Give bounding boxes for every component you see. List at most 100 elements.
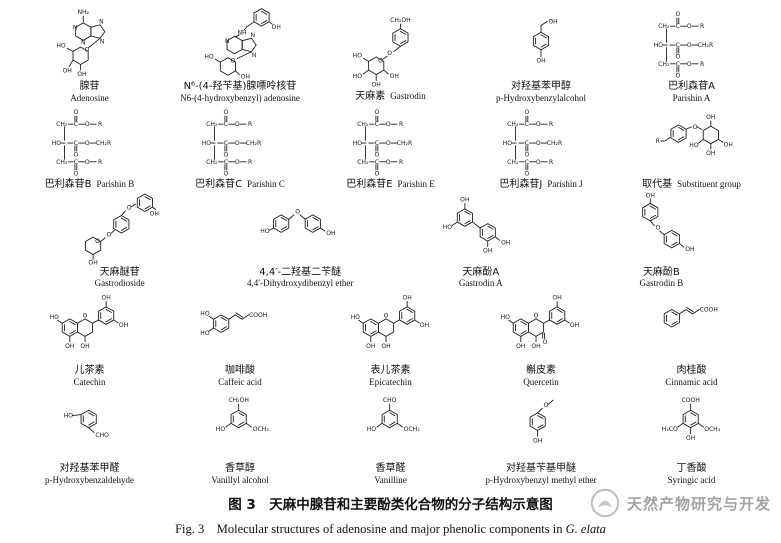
compound-parishin-c: 巴利森苷C Parishin C: [171, 104, 309, 191]
compound-labels: 香草醇 Vanillyl alcohol: [211, 463, 268, 485]
compound-name-en: Gastrodioside: [94, 278, 145, 289]
compound-name-cn: 天麻素: [355, 91, 386, 103]
compound-labels: 巴利森苷E Parishin E: [346, 179, 435, 191]
compound-parishin-b: 巴利森苷B Parishin B: [21, 104, 159, 191]
epicatechin-structure-icon: [322, 290, 460, 364]
compound-name-cn: 巴利森苷A: [668, 81, 715, 92]
gastrodin-a-structure-icon: [412, 192, 550, 266]
compound-adenosine: 腺苷 Adenosine: [21, 6, 159, 103]
compound-name-cn: 对羟基苄基甲醚: [506, 463, 576, 475]
compound-gastrodin: 天麻素 Gastrodin: [322, 16, 460, 103]
compound-parishin-j: 巴利森苷J Parishin J: [472, 104, 610, 191]
compound-name-en: Cinnamic acid: [665, 376, 718, 387]
compound-labels: 天麻素 Gastrodin: [355, 91, 426, 103]
parishin-e-structure-icon: [322, 104, 460, 178]
compound-labels: 天麻酚B Gastrodin B: [640, 267, 684, 289]
parishin-b-structure-icon: [21, 104, 159, 178]
p-hydroxybenzylalcohol-structure-icon: [472, 6, 610, 80]
hb-adenosine-structure-icon: [171, 6, 309, 80]
compound-name-cn: 腺苷: [79, 81, 100, 92]
compound-name-cn: 巴利森苷J: [499, 179, 543, 191]
compound-name-en: N6-(4-hydroxybenzyl) adenosine: [180, 92, 300, 103]
structures-row-1: 腺苷 Adenosine N⁶-(4-羟苄基)腺嘌呤核苷 N6-(4-hydro…: [8, 6, 773, 103]
compound-dihydroxydibenzyl-ether: 4,4′-二羟基二苄醚 4,4′-Dihydroxydibenzyl ether: [231, 192, 369, 289]
compound-name-en: Gastrodin: [390, 91, 426, 102]
gastrodin-structure-icon: [322, 16, 460, 90]
caption-species: G. elata: [565, 522, 606, 536]
compound-epicatechin: 表儿茶素 Epicatechin: [322, 290, 460, 387]
compound-name-en: Parishin C: [247, 179, 285, 190]
structures-row-5: 对羟基苯甲醛 p-Hydroxybenzaldehyde 香草醇 Vanilly…: [8, 388, 773, 485]
compound-name-cn: 香草醛: [375, 463, 406, 475]
compound-name-cn: 槲皮素: [525, 365, 556, 377]
compound-quercetin: 槲皮素 Quercetin: [472, 290, 610, 387]
compound-name-cn: 香草醇: [225, 463, 255, 475]
compound-name-en: Epicatechin: [369, 376, 412, 387]
compound-name-en: Quercetin: [523, 376, 559, 387]
structures-row-2: 巴利森苷B Parishin B 巴利森苷C Parishin C 巴利森苷E …: [8, 104, 773, 191]
caption-english: Fig. 3 Molecular structures of adenosine…: [8, 518, 773, 537]
compound-name-cn: 巴利森苷C: [195, 179, 243, 191]
compound-p-hydroxybenzylalcohol: 对羟基苯甲醇 p-Hydroxybenzylalcohol: [472, 6, 610, 103]
compound-caffeic-acid: 咖啡酸 Caffeic acid: [171, 290, 309, 387]
compound-labels: N⁶-(4-羟苄基)腺嘌呤核苷 N6-(4-hydroxybenzyl) ade…: [180, 81, 300, 103]
compound-name-en: p-Hydroxybenzylalcohol: [496, 92, 586, 103]
compound-labels: 腺苷 Adenosine: [70, 81, 109, 103]
compound-name-en: Adenosine: [70, 92, 109, 103]
compound-p-hydroxybenzaldehyde: 对羟基苯甲醛 p-Hydroxybenzaldehyde: [21, 388, 159, 485]
compound-p-hydroxybenzyl-methyl-ether: 对羟基苄基甲醚 p-Hydroxybenzyl methyl ether: [472, 388, 610, 485]
compound-parishin-a: 巴利森苷A Parishin A: [623, 6, 761, 103]
compound-name-cn: 天麻酚A: [462, 266, 500, 278]
compound-labels: 取代基 Substituent group: [642, 179, 741, 191]
compound-name-cn: 肉桂酸: [676, 365, 707, 377]
compound-name-cn: 儿茶素: [74, 365, 105, 377]
p-hydroxybenzaldehyde-structure-icon: [21, 388, 159, 462]
compound-parishin-e: 巴利森苷E Parishin E: [322, 104, 460, 191]
compound-name-cn: 咖啡酸: [225, 365, 255, 377]
compound-labels: 对羟基苯甲醛 p-Hydroxybenzaldehyde: [45, 463, 134, 485]
compound-name-en: Parishin A: [672, 92, 711, 103]
compound-name-cn: 巴利森苷E: [346, 179, 393, 191]
compound-name-en: Substituent group: [677, 179, 741, 190]
compound-labels: 巴利森苷B Parishin B: [45, 179, 135, 191]
compound-name-cn: 对羟基苯甲醇: [510, 81, 571, 92]
compound-cinnamic-acid: 肉桂酸 Cinnamic acid: [623, 290, 761, 387]
syringic-acid-structure-icon: [623, 388, 761, 462]
compound-name-en: Vanillyl alcohol: [211, 474, 269, 485]
parishin-j-structure-icon: [472, 104, 610, 178]
journal-logo-icon: [590, 488, 620, 518]
compound-labels: 巴利森苷C Parishin C: [195, 179, 285, 191]
journal-watermark: 天然产物研究与开发: [589, 487, 771, 519]
compound-vanillin: 香草醛 Vanilline: [322, 388, 460, 485]
substituent-group-structure-icon: [623, 104, 761, 178]
structures-grid: 腺苷 Adenosine N⁶-(4-羟苄基)腺嘌呤核苷 N6-(4-hydro…: [8, 6, 773, 485]
compound-gastrodin-b: 天麻酚B Gastrodin B: [592, 192, 730, 289]
compound-name-en: Parishin E: [397, 179, 435, 190]
compound-name-en: Catechin: [73, 376, 106, 387]
compound-name-en: Parishin J: [547, 179, 583, 190]
compound-catechin: 儿茶素 Catechin: [21, 290, 159, 387]
compound-labels: 儿茶素 Catechin: [74, 365, 106, 387]
compound-syringic-acid: 丁香酸 Syringic acid: [623, 388, 761, 485]
compound-name-cn: 巴利森苷B: [44, 179, 92, 191]
compound-labels: 咖啡酸 Caffeic acid: [218, 365, 262, 387]
compound-labels: 巴利森苷J Parishin J: [499, 179, 582, 191]
dihydroxydibenzyl-ether-structure-icon: [231, 192, 369, 266]
compound-labels: 对羟基苄基甲醚 p-Hydroxybenzyl methyl ether: [486, 463, 597, 485]
adenosine-structure-icon: [21, 6, 159, 80]
vanillin-structure-icon: [322, 388, 460, 462]
compound-name-cn: 4,4′-二羟基二苄醚: [259, 266, 342, 278]
compound-substituent-group: 取代基 Substituent group: [623, 104, 761, 191]
compound-name-en: 4,4′-Dihydroxydibenzyl ether: [246, 278, 354, 289]
structures-row-3: 天麻醚苷 Gastrodioside 4,4′-二羟基二苄醚 4,4′-Dihy…: [8, 192, 773, 289]
compound-labels: 表儿茶素 Epicatechin: [369, 365, 411, 387]
gastrodin-b-structure-icon: [592, 192, 730, 266]
compound-name-cn: N⁶-(4-羟苄基)腺嘌呤核苷: [183, 81, 297, 92]
compound-labels: 天麻酚A Gastrodin A: [459, 267, 503, 289]
figure-caption: 图 3 天麻中腺苷和主要酚类化合物的分子结构示意图 Fig. 3 Molecul…: [8, 485, 773, 539]
compound-labels: 槲皮素 Quercetin: [523, 365, 558, 387]
p-hydroxybenzyl-methyl-ether-structure-icon: [472, 388, 610, 462]
compound-name-cn: 对羟基苯甲醛: [59, 463, 120, 475]
compound-name-en: Gastrodin A: [458, 278, 503, 289]
